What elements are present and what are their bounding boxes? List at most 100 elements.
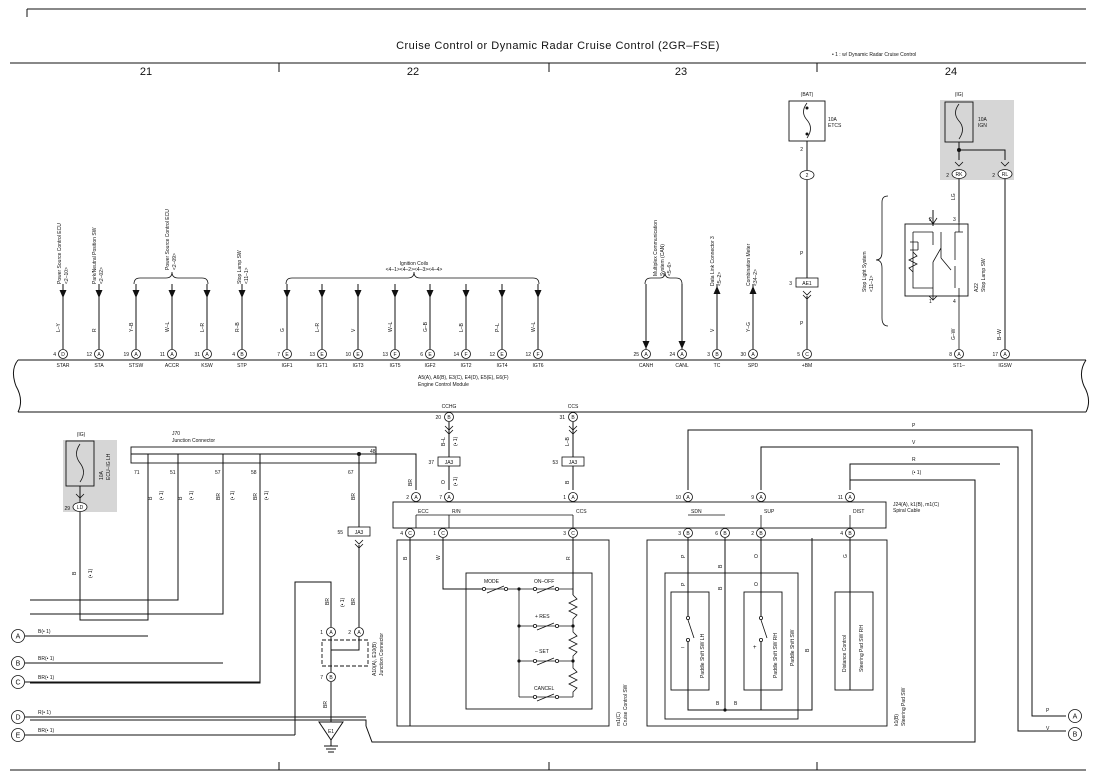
stop-lamp-sw-title: Stop Lamp SW — [981, 258, 987, 292]
switch-node — [517, 659, 521, 663]
ecm-pin-circle — [58, 349, 68, 359]
ecm-pin-num: 11 — [160, 352, 165, 358]
wc: B — [718, 564, 724, 568]
j70-pin-57: 57 — [215, 470, 221, 476]
cchg-conn: B — [447, 415, 451, 421]
dist-return-wire — [365, 479, 976, 743]
connector-rk-pin: 2 — [946, 173, 949, 179]
ecm-pin-label: IGT6 — [532, 363, 543, 369]
j70-box — [130, 446, 377, 464]
cruise-sw-title: Cruise Control SW — [623, 684, 629, 726]
spiral-pin-circle — [683, 528, 693, 538]
cruise-switch-ladder — [483, 588, 578, 698]
spiral-bottom-pin: C4 — [400, 528, 415, 538]
ccs-pin — [568, 412, 578, 422]
wc: (• 1) — [340, 597, 346, 607]
wc: BR — [253, 493, 259, 500]
stop-lamp-pin1: 1 — [929, 299, 932, 305]
switch-node — [555, 587, 560, 592]
wire-color: L–Y — [56, 322, 62, 332]
right-bus-wires — [687, 429, 1066, 732]
ecm-pin-num: 6 — [420, 352, 423, 358]
ecm-title: Engine Control Module — [418, 382, 469, 388]
ja3-37-pin: 37 — [428, 460, 434, 466]
fuse-terminal — [805, 132, 809, 136]
cruise-sw-inner — [465, 572, 593, 710]
ecm-pin-num: 24 — [669, 352, 675, 358]
spiral-pin-conn: A — [759, 495, 763, 501]
ecm-pin-conn: A — [751, 352, 755, 358]
connector-2-etcs-label: 2 — [806, 173, 809, 179]
signal-arrow — [238, 290, 246, 298]
ref-multiplex-page: <5–6> — [667, 262, 673, 276]
spiral-label-rn: R/N — [452, 509, 461, 515]
stop-lamp-sw-name: A22 — [974, 283, 980, 292]
spiral-pin-circle — [568, 528, 578, 538]
ecm-pin-num: 5 — [797, 352, 800, 358]
spiral-bottom-pin: C3 — [563, 528, 578, 538]
ref-ignition-coils-page: <4–1><4–2><4–3><4–4> — [386, 267, 443, 273]
ecm-pin-label: STSW — [129, 363, 144, 369]
terminal-letter: A — [16, 634, 21, 641]
bracket-ignition-coils — [285, 271, 540, 285]
terminal-letter: B — [1073, 732, 1078, 739]
ecm-pin-circle — [954, 349, 964, 359]
splice-dot — [723, 708, 727, 712]
ecm-pin-label: +BM — [802, 363, 812, 369]
spiral-top-pin: A10 — [675, 492, 693, 502]
ref-power-source-ecu-2: Power Source Control ECU — [165, 209, 171, 270]
wire-color: W–L — [388, 322, 394, 333]
wc: BR — [351, 598, 357, 605]
spiral-bottom-pin: B6 — [715, 528, 730, 538]
ecm-pin-circle — [167, 349, 177, 359]
connector-2-etcs — [799, 170, 815, 180]
ecm-pin-label: CANL — [675, 363, 689, 369]
ecm-pin-circle — [390, 349, 400, 359]
wire-color: G — [280, 328, 286, 332]
cchg-pin — [444, 412, 454, 422]
ref-comb-meter-page: <34–2> — [753, 269, 759, 286]
spiral-top-pin: A1 — [563, 492, 578, 502]
paddle-lh-box — [670, 591, 710, 691]
switch-node — [571, 659, 575, 663]
spiral-pin-num: 4 — [400, 531, 403, 537]
ecm-pin-circle — [94, 349, 104, 359]
wire-color: L–R — [315, 322, 321, 332]
connector-rk — [951, 169, 967, 179]
signal-arrow — [354, 290, 362, 298]
ecm-pin-conn: A — [957, 352, 961, 358]
a10-pin-1a-num: 1 — [320, 630, 323, 636]
ja3-53-pin: 53 — [552, 460, 558, 466]
ae1-pin: 3 — [789, 281, 792, 287]
ecm-pin-circle — [131, 349, 141, 359]
left-terminal-b: BBR(• 1) — [11, 656, 223, 670]
wc: P — [681, 554, 687, 558]
spiral-label-sup: SUP — [764, 509, 775, 515]
ecm-pin-label: TC — [714, 363, 721, 369]
wc: R — [912, 457, 916, 463]
switch-node — [533, 659, 538, 664]
ecm-pin-num: 25 — [633, 352, 639, 358]
ecm-pin-circle — [353, 349, 363, 359]
ecm-pin-conn: D — [61, 352, 65, 358]
wire-color: V — [351, 328, 357, 332]
ref-stop-light-system: Stop Light System — [862, 251, 868, 292]
wc: B — [805, 648, 811, 652]
spiral-pin-conn: A — [447, 495, 451, 501]
j70-pin-48: 48 — [370, 449, 376, 455]
cruise-set-label: – SET — [535, 649, 549, 655]
cruise-onoff-label: ON–OFF — [534, 579, 554, 585]
spiral-pin-num: 1 — [433, 531, 436, 537]
switch-node — [481, 587, 486, 592]
terminal-label: R(• 1) — [38, 710, 51, 716]
wc: (• 1) — [264, 490, 270, 500]
wc: O — [441, 480, 447, 484]
ref-stop-lamp-sw: Stop Lamp SW — [237, 250, 243, 284]
ecm-pin-circle — [425, 349, 435, 359]
